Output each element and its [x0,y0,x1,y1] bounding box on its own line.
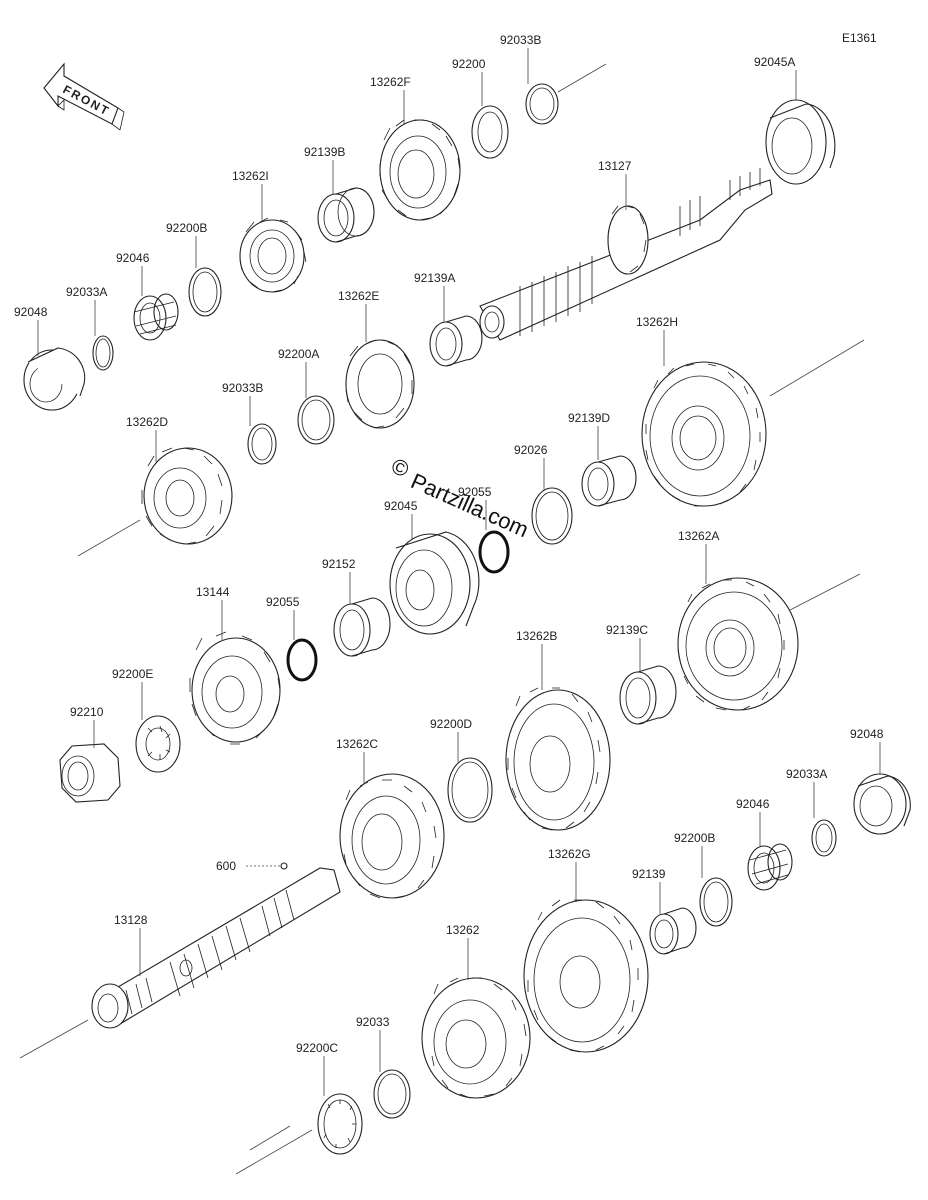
part-label-92055: 92055 [266,595,300,609]
lock-washer-92200C[interactable] [317,1093,363,1155]
front-arrow-icon: FRONT [43,62,125,131]
part-label-92048-b: 92048 [850,727,884,741]
bushing-92139[interactable] [649,907,697,955]
gear-13262A[interactable] [677,577,799,711]
part-label-92200D: 92200D [430,717,472,731]
bushing-92139A[interactable] [429,315,483,367]
part-label-13127: 13127 [598,159,632,173]
part-label-92210: 92210 [70,705,104,719]
part-label-92200E: 92200E [112,667,153,681]
copyright-icon: © [388,453,413,482]
part-label-92139B: 92139B [304,145,345,159]
circlip-92033A[interactable] [92,335,114,371]
watermark: © Partzilla.com [388,453,533,542]
part-label-92033: 92033 [356,1015,390,1029]
ball-600[interactable] [280,862,288,870]
part-label-13262H: 13262H [636,315,678,329]
spacer-92026[interactable] [531,487,573,545]
bushing-92139C[interactable] [619,665,677,725]
washer-92200[interactable] [471,105,509,159]
part-label-92200: 92200 [452,57,486,71]
part-label-13262B: 13262B [516,629,557,643]
part-label-92139: 92139 [632,867,666,881]
watermark-text: Partzilla.com [407,468,532,542]
circlip-92033B-top[interactable] [525,83,559,125]
part-label-92045A: 92045A [754,55,795,69]
part-label-13262A: 13262A [678,529,719,543]
circlip-92033A-b[interactable] [811,819,837,857]
lock-washer-92200E[interactable] [135,715,181,773]
part-label-92139A: 92139A [414,271,455,285]
part-label-13262F: 13262F [370,75,411,89]
part-label-13262G: 13262G [548,847,591,861]
bearing-92048[interactable] [23,347,86,411]
nut-92210[interactable] [59,743,121,803]
shaft-13128[interactable] [91,867,341,1029]
part-label-92139D: 92139D [568,411,610,425]
o-ring-92055-top[interactable] [478,530,510,574]
bushing-92152[interactable] [333,597,391,657]
gear-13262B[interactable] [505,687,611,831]
part-label-600: 600 [216,859,236,873]
bearing-92048-b[interactable] [853,773,911,835]
part-label-92048: 92048 [14,305,48,319]
gear-13262D[interactable] [141,447,233,545]
part-label-13262I: 13262I [232,169,269,183]
part-label-92046: 92046 [116,251,150,265]
diagram-code: E1361 [842,31,877,45]
gear-13262I[interactable] [239,217,307,293]
shaft-13127[interactable] [479,168,773,341]
bearing-92045A[interactable] [765,99,836,185]
part-label-13262D: 13262D [126,415,168,429]
gear-13262C[interactable] [339,773,445,899]
needle-bearing-92046-b[interactable] [747,843,793,891]
o-ring-92055[interactable] [286,638,318,682]
part-label-92033B: 92033B [222,381,263,395]
gear-13262G[interactable] [523,899,649,1053]
gear-13262H[interactable] [641,361,767,507]
washer-92200B[interactable] [188,267,222,317]
part-label-92033A-b: 92033A [786,767,827,781]
gear-13262E[interactable] [345,339,415,429]
bushing-92139D[interactable] [581,455,637,507]
part-label-92200B: 92200B [166,221,207,235]
part-label-92033B-top: 92033B [500,33,541,47]
part-label-92055-top: 92055 [458,485,492,499]
washer-92200A[interactable] [297,395,335,445]
part-label-13144: 13144 [196,585,230,599]
sprocket-13144[interactable] [189,631,281,745]
gear-13262F[interactable] [379,119,461,221]
washer-92200B-b[interactable] [699,877,733,927]
part-label-13262E: 13262E [338,289,379,303]
circlip-92033B[interactable] [247,423,277,465]
needle-bearing-92046[interactable] [133,293,179,341]
bushing-92139B[interactable] [317,187,375,243]
part-label-92139C: 92139C [606,623,648,637]
part-label-13262: 13262 [446,923,480,937]
part-label-13128: 13128 [114,913,148,927]
part-label-92033A: 92033A [66,285,107,299]
washer-92200D[interactable] [447,757,493,823]
part-label-92200C: 92200C [296,1041,338,1055]
part-label-92152: 92152 [322,557,356,571]
part-label-92045: 92045 [384,499,418,513]
part-label-92046-b: 92046 [736,797,770,811]
part-label-13262C: 13262C [336,737,378,751]
gear-13262[interactable] [421,977,531,1099]
part-label-92200B-b: 92200B [674,831,715,845]
bearing-92045[interactable] [389,531,480,635]
part-label-92200A: 92200A [278,347,319,361]
circlip-92033[interactable] [373,1069,411,1119]
part-label-92026: 92026 [514,443,548,457]
